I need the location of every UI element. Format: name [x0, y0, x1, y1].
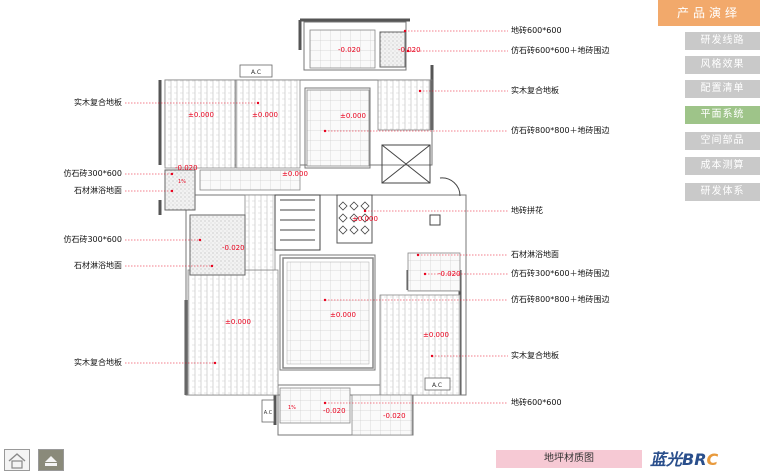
slope-mark: 1%	[178, 179, 186, 185]
level-mark: -0.020	[222, 244, 245, 252]
logo-latin: BR	[682, 450, 707, 469]
material-label: 实木复合地板	[511, 351, 559, 360]
level-mark: -0.020	[398, 46, 421, 54]
page-caption: 地坪材质图	[496, 450, 642, 468]
home-button[interactable]	[4, 449, 30, 471]
elevator-shaft	[274, 144, 461, 251]
material-label: 地砖600*600	[511, 398, 562, 407]
bathroom-areas	[164, 31, 406, 276]
level-marks: ±0.000 ±0.000 ±0.000 ±0.000 ±0.000 ±0.00…	[175, 46, 461, 420]
material-label: 仿石砖800*800＋地砖围边	[511, 126, 610, 135]
slope-mark: 1%	[288, 405, 296, 411]
material-label: 仿石砖800*800＋地砖围边	[511, 295, 610, 304]
nav-item[interactable]: 研发线路	[685, 32, 760, 50]
material-label: 石材淋浴地面	[74, 261, 122, 270]
ac-label: A.C	[251, 69, 261, 76]
material-label: 地砖600*600	[511, 26, 562, 35]
level-mark: ±0.000	[188, 111, 214, 119]
material-label: 仿石砖300*600＋地砖围边	[511, 269, 610, 278]
leader-lines	[125, 30, 508, 404]
material-label: 仿石砖300*600	[63, 235, 122, 244]
brand-logo: 蓝光BRC	[650, 446, 758, 470]
logo-cn: 蓝光	[650, 450, 683, 469]
level-mark: ±0.000	[252, 111, 278, 119]
ac-label: A.C	[264, 410, 273, 416]
material-label: 地砖拼花	[511, 206, 543, 215]
nav-item[interactable]: 配置清单	[685, 80, 760, 98]
level-mark: ±0.000	[282, 170, 308, 178]
level-mark: ±0.000	[340, 112, 366, 120]
ac-label: A.C	[432, 382, 442, 389]
nav-header[interactable]: 产品演绎	[658, 0, 760, 26]
leader-dots	[170, 29, 434, 405]
up-arrow-icon	[45, 456, 57, 466]
nav-item-active[interactable]: 平面系统	[685, 106, 760, 124]
floor-plan: A.C A.C A.C ±0.000 ±0.000 ±0.000 ±0.000 …	[125, 18, 508, 436]
level-mark: -0.020	[383, 412, 406, 420]
nav-item[interactable]: 研发体系	[685, 183, 760, 201]
material-label: 实木复合地板	[74, 358, 122, 367]
nav-item[interactable]: 风格效果	[685, 56, 760, 74]
nav-item[interactable]: 成本测算	[685, 157, 760, 175]
material-label: 石材淋浴地面	[511, 250, 559, 259]
level-mark: ±0.000	[225, 318, 251, 326]
ac-units: A.C A.C A.C	[239, 64, 451, 423]
material-label: 实木复合地板	[511, 86, 559, 95]
level-mark: -0.020	[323, 407, 346, 415]
home-icon	[8, 453, 26, 469]
material-label: 仿石砖600*600＋地砖围边	[511, 46, 610, 55]
material-label: 实木复合地板	[74, 98, 122, 107]
tile-floor-areas	[199, 29, 461, 436]
level-mark: ±0.000	[330, 311, 356, 319]
material-label: 石材淋浴地面	[74, 186, 122, 195]
level-mark: ±0.000	[423, 331, 449, 339]
level-mark: ±0.000	[352, 215, 378, 223]
up-button[interactable]	[38, 449, 64, 471]
level-mark: -0.020	[338, 46, 361, 54]
nav-item[interactable]: 空间部品	[685, 132, 760, 150]
material-label: 仿石砖300*600	[63, 169, 122, 178]
logo-accent: C	[706, 450, 719, 469]
level-mark: -0.020	[175, 164, 198, 172]
parquet-inlay	[336, 194, 373, 244]
sidebar-nav: 产品演绎 研发线路 风格效果 配置清单 平面系统 空间部品 成本测算 研发体系	[658, 0, 760, 473]
wood-floor-areas	[164, 79, 461, 396]
